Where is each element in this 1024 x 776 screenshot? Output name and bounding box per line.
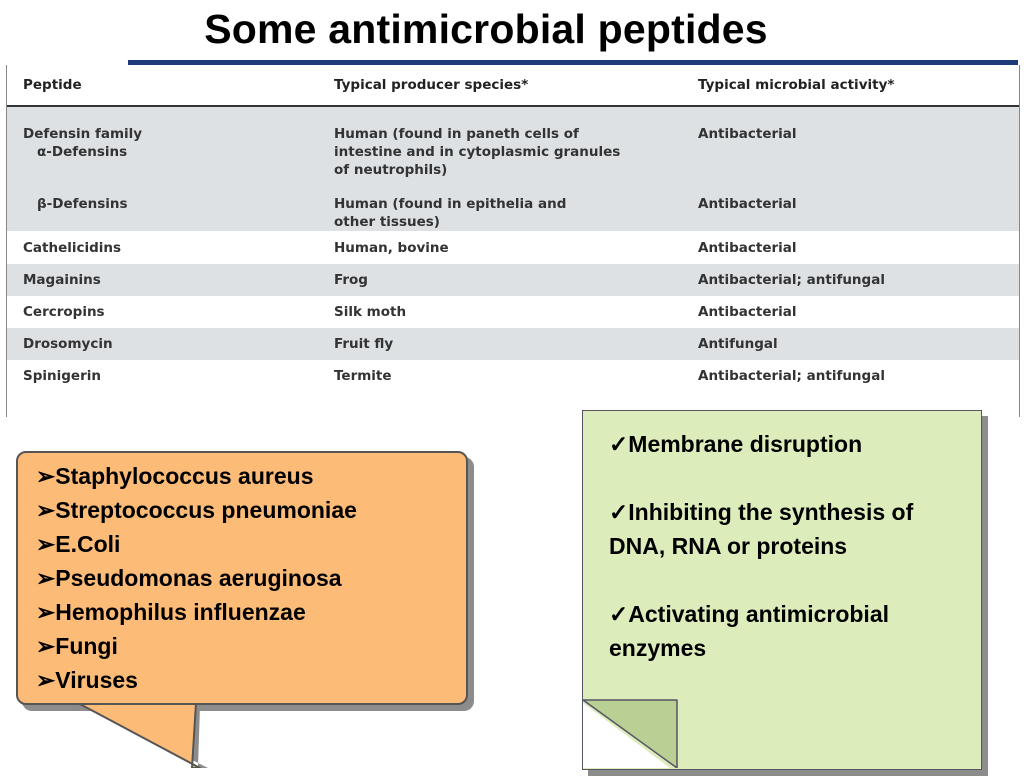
peptide-table-panel: Peptide Typical producer species* Typica… [6, 65, 1020, 417]
row-producer: Human (found in epithelia and other tiss… [318, 187, 682, 232]
table-header-row: Peptide Typical producer species* Typica… [7, 65, 1019, 107]
table-row: Cercropins Silk moth Antibacterial [7, 296, 1019, 328]
mechanism-item: ✓Activating antimicrobial enzymes [609, 597, 971, 665]
arrow-bullet-icon: ➢ [36, 463, 56, 489]
header-peptide: Peptide [7, 65, 318, 107]
row-producer: Silk moth [334, 304, 407, 320]
mechanism-label: Membrane disruption [628, 431, 863, 457]
check-icon: ✓ [609, 431, 629, 457]
row-producer: Frog [318, 264, 682, 296]
peptide-table: Peptide Typical producer species* Typica… [7, 65, 1019, 392]
target-label: Fungi [55, 633, 118, 659]
table-row: Cathelicidins Human, bovine Antibacteria… [7, 232, 1019, 265]
targets-callout: ➢Staphylococcus aureus ➢Streptococcus pn… [16, 451, 468, 705]
table-row: Magainins Frog Antibacterial; antifungal [7, 264, 1019, 296]
row-activity: Antibacterial; antifungal [682, 264, 1019, 296]
table-row: β-Defensins Human (found in epithelia an… [7, 187, 1019, 232]
mechanism-item: ✓Membrane disruption [609, 427, 971, 461]
row-activity: Antibacterial [682, 187, 1019, 232]
target-label: Pseudomonas aeruginosa [55, 565, 342, 591]
list-item: ➢Pseudomonas aeruginosa [36, 561, 466, 595]
title-underline-bar [128, 60, 1018, 65]
target-label: Viruses [55, 667, 138, 693]
mechanism-item: ✓Inhibiting the synthesis of DNA, RNA or… [609, 495, 971, 563]
arrow-bullet-icon: ➢ [36, 497, 56, 523]
table-row: Spinigerin Termite Antibacterial; antifu… [7, 360, 1019, 392]
row-peptide: β-Defensins [7, 187, 318, 232]
row-activity: Antibacterial; antifungal [698, 368, 885, 384]
target-label: Staphylococcus aureus [55, 463, 314, 489]
header-activity: Typical microbial activity* [682, 65, 1019, 107]
row-peptide: Defensin family α-Defensins [7, 106, 318, 187]
row-activity: Antibacterial [698, 240, 797, 256]
row-peptide: Cathelicidins [23, 240, 122, 256]
check-icon: ✓ [609, 601, 629, 627]
target-label: Streptococcus pneumoniae [55, 497, 357, 523]
list-item: ➢Fungi [36, 629, 466, 663]
arrow-bullet-icon: ➢ [36, 565, 56, 591]
row-activity: Antibacterial [682, 106, 1019, 187]
group-label-defensin: Defensin family [23, 126, 143, 142]
table-row: Defensin family α-Defensins Human (found… [7, 106, 1019, 187]
targets-list: ➢Staphylococcus aureus ➢Streptococcus pn… [36, 459, 466, 697]
row-producer: Termite [334, 368, 392, 384]
slide-title: Some antimicrobial peptides [204, 6, 768, 52]
list-item: ➢Hemophilus influenzae [36, 595, 466, 629]
row-activity: Antifungal [682, 328, 1019, 360]
check-icon: ✓ [609, 499, 629, 525]
arrow-bullet-icon: ➢ [36, 633, 56, 659]
list-item: ➢E.Coli [36, 527, 466, 561]
list-item: ➢Viruses [36, 663, 466, 697]
row-activity: Antibacterial [698, 304, 797, 320]
list-item: ➢Staphylococcus aureus [36, 459, 466, 493]
mechanism-label: Inhibiting the synthesis of DNA, RNA or … [609, 499, 914, 559]
row-producer: Fruit fly [318, 328, 682, 360]
row-peptide: Spinigerin [23, 368, 101, 384]
target-label: Hemophilus influenzae [55, 599, 306, 625]
list-item: ➢Streptococcus pneumoniae [36, 493, 466, 527]
arrow-bullet-icon: ➢ [36, 667, 56, 693]
arrow-bullet-icon: ➢ [36, 599, 56, 625]
table-row: Drosomycin Fruit fly Antifungal [7, 328, 1019, 360]
row-peptide: Cercropins [23, 304, 105, 320]
header-producer: Typical producer species* [318, 65, 682, 107]
row-producer: Human, bovine [334, 240, 449, 256]
row-peptide: Drosomycin [7, 328, 318, 360]
row-peptide: Magainins [7, 264, 318, 296]
row-peptide-alpha: α-Defensins [37, 144, 128, 160]
mechanism-label: Activating antimicrobial enzymes [609, 601, 889, 661]
arrow-bullet-icon: ➢ [36, 531, 56, 557]
target-label: E.Coli [55, 531, 121, 557]
row-producer: Human (found in paneth cells of intestin… [318, 106, 682, 187]
